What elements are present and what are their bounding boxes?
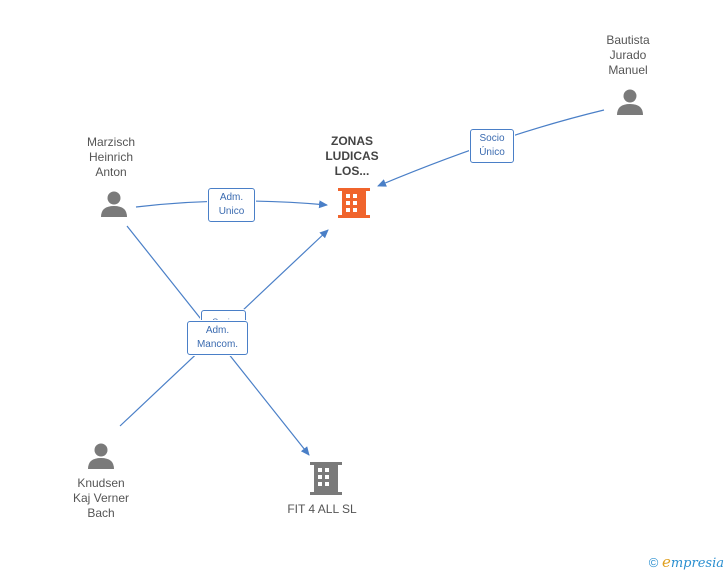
copyright-icon: ©	[648, 555, 659, 570]
edge-label-adm-mancom: Adm. Mancom.	[187, 321, 248, 355]
node-label-bautista[interactable]: Bautista Jurado Manuel	[606, 33, 650, 77]
brand-e: e	[661, 553, 671, 571]
person-icon[interactable]	[88, 443, 114, 470]
brand-name: mpresia	[670, 556, 724, 571]
building-icon[interactable]	[338, 188, 370, 218]
node-label-marzisch[interactable]: Marzisch Heinrich Anton	[86, 135, 135, 179]
edge-label-adm-unico: Adm. Unico	[208, 188, 255, 222]
node-label-fit-4-all[interactable]: FIT 4 ALL SL	[287, 502, 357, 516]
node-label-knudsen[interactable]: Knudsen Kaj Verner Bach	[72, 476, 130, 520]
building-icon[interactable]	[310, 462, 342, 495]
edge-label-socio-unico: Socio Único	[470, 129, 514, 163]
person-icon[interactable]	[101, 191, 127, 218]
node-label-zonas-ludicas[interactable]: ZONAS LUDICAS LOS...	[325, 134, 379, 178]
person-icon[interactable]	[617, 89, 643, 116]
empresia-watermark: © empresia	[649, 553, 724, 571]
